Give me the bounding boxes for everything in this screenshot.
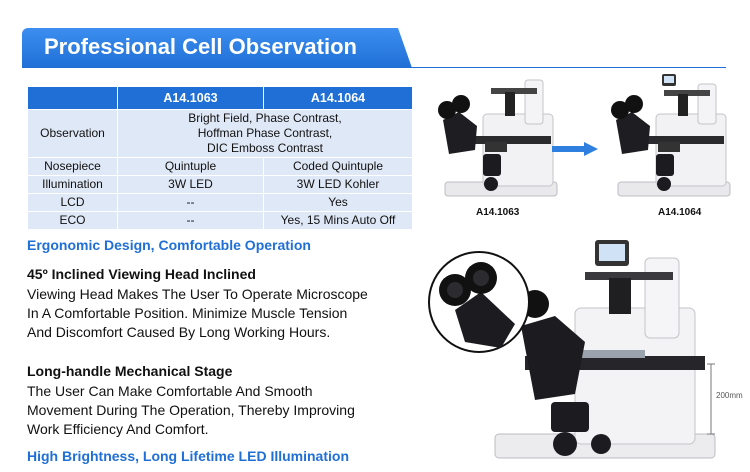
stage-line: The User Can Make Comfortable And Smooth	[27, 383, 313, 399]
table-header-cell: A14.1063	[117, 86, 264, 110]
observation-line: Bright Field, Phase Contrast,	[188, 111, 342, 125]
observation-cell: Bright Field, Phase Contrast, Hoffman Ph…	[117, 109, 413, 158]
head-title: 45º Inclined Viewing Head Inclined	[27, 266, 256, 282]
row-label: ECO	[27, 211, 118, 230]
table-row: LCD -- Yes	[27, 193, 413, 212]
title-banner	[22, 28, 412, 68]
table-cell: Yes	[263, 193, 413, 212]
page-title: Professional Cell Observation	[44, 34, 357, 59]
ergonomic-heading: Ergonomic Design, Comfortable Operation	[27, 237, 311, 253]
observation-line: DIC Emboss Contrast	[206, 141, 324, 155]
table-cell: Yes, 15 Mins Auto Off	[263, 211, 413, 230]
table-cell: 3W LED Kohler	[263, 175, 413, 194]
spec-table: A14.1063 A14.1064 Observation Bright Fie…	[27, 86, 413, 230]
table-cell: 3W LED	[117, 175, 264, 194]
table-cell: --	[117, 193, 264, 212]
caption-a14-1063: A14.1063	[476, 207, 520, 218]
arrow-right-icon	[552, 142, 598, 156]
table-row: Illumination 3W LED 3W LED Kohler	[27, 175, 413, 194]
table-row: ECO -- Yes, 15 Mins Auto Off	[27, 211, 413, 230]
row-label: Illumination	[27, 175, 118, 194]
row-label: Nosepiece	[27, 157, 118, 176]
stage-line: Movement During The Operation, Thereby I…	[27, 402, 355, 418]
stage-line: Work Efficiency And Comfort.	[27, 421, 209, 437]
table-cell: Coded Quintuple	[263, 157, 413, 176]
row-label: Observation	[27, 109, 118, 158]
microscope-a14-1063-image	[438, 79, 558, 197]
table-header-cell: A14.1064	[263, 86, 413, 110]
observation-line: Hoffman Phase Contrast,	[197, 126, 333, 140]
table-cell: --	[117, 211, 264, 230]
brightness-heading: High Brightness, Long Lifetime LED Illum…	[27, 448, 349, 464]
table-header-cell	[27, 86, 118, 110]
stage-title: Long-handle Mechanical Stage	[27, 363, 233, 379]
head-line: In A Comfortable Position. Minimize Musc…	[27, 305, 348, 321]
head-line: Viewing Head Makes The User To Operate M…	[27, 286, 368, 302]
table-cell: Quintuple	[117, 157, 264, 176]
table-row: Nosepiece Quintuple Coded Quintuple	[27, 157, 413, 176]
dimension-label: 200mm	[716, 391, 743, 400]
head-description: Viewing Head Makes The User To Operate M…	[27, 285, 368, 342]
table-row: Observation Bright Field, Phase Contrast…	[27, 109, 413, 158]
caption-a14-1064: A14.1064	[658, 207, 702, 218]
title-rule	[22, 67, 726, 68]
row-label: LCD	[27, 193, 118, 212]
stage-description: The User Can Make Comfortable And Smooth…	[27, 382, 355, 439]
microscope-a14-1064-image	[611, 74, 731, 197]
microscope-large-image	[428, 240, 716, 459]
head-line: And Discomfort Caused By Long Working Ho…	[27, 324, 331, 340]
table-header-row: A14.1063 A14.1064	[27, 86, 413, 110]
